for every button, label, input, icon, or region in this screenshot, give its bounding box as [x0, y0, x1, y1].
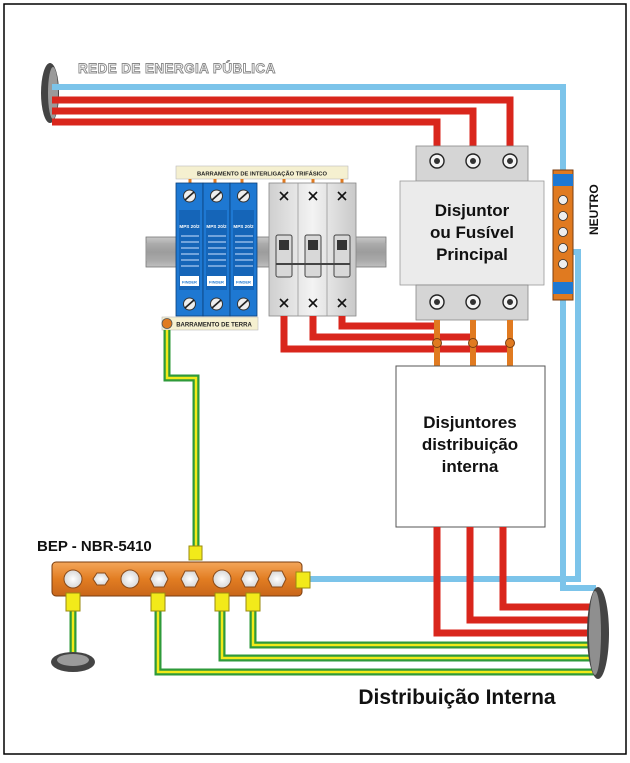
distribution-label-line1: Disjuntores — [423, 413, 517, 432]
bep-label: BEP - NBR-5410 — [37, 538, 152, 555]
dps-model-label: MPS 20/2 — [206, 224, 227, 229]
dps-brand-label: FINDER — [182, 280, 197, 285]
connector-icon — [432, 338, 515, 348]
bep-connectors — [65, 545, 311, 612]
main-breaker-label-line1: Disjuntor — [435, 201, 510, 220]
dps-module-1 — [175, 182, 204, 317]
phase-wires-internal — [433, 527, 600, 637]
three-phase-bus-label: BARRAMENTO DE INTERLIGAÇÃO TRIFÁSICO — [197, 171, 327, 178]
public-grid-label: REDE DE ENERGIA PÚBLICA — [78, 61, 276, 76]
neutral-bar — [552, 169, 574, 301]
internal-distribution-conduit — [587, 587, 609, 679]
dps-model-label: MPS 20/2 — [179, 224, 200, 229]
screw-icon — [279, 191, 347, 308]
three-phase-bus: BARRAMENTO DE INTERLIGAÇÃO TRIFÁSICO — [175, 165, 349, 180]
dps-brand-label: FINDER — [236, 280, 251, 285]
three-pole-breaker — [268, 182, 357, 317]
dps-brand-label: FINDER — [209, 280, 224, 285]
dps-module-2 — [202, 182, 231, 317]
dps-module-3 — [229, 182, 258, 317]
screw-icon — [183, 297, 250, 311]
dps-model-label: MPS 20/2 — [233, 224, 254, 229]
neutral-label: NEUTRO — [587, 184, 601, 235]
bep-bar — [51, 561, 303, 597]
surge-protectors: MPS 20/2 MPS 20/2 MPS 20/2 FINDER FINDER… — [175, 182, 258, 317]
screw-icon — [183, 189, 250, 203]
screw-icon — [429, 153, 518, 310]
ground-bus-label: BARRAMENTO DE TERRA — [176, 323, 252, 329]
distribution-label-line2: distribuição — [422, 435, 518, 454]
ground-bus: BARRAMENTO DE TERRA — [161, 316, 259, 331]
ground-wire-dps — [163, 330, 200, 548]
main-breaker: Disjuntor ou Fusível Principal — [399, 145, 545, 321]
distribution-label-line3: interna — [442, 457, 499, 476]
distribution-breakers: Disjuntores distribuição interna — [395, 365, 546, 528]
phase-wires-incoming — [52, 96, 514, 153]
neutral-wire-incoming — [52, 84, 596, 591]
ground-wires-internal — [154, 600, 600, 676]
main-breaker-label-line3: Principal — [436, 245, 508, 264]
internal-distribution-label: Distribuição Interna — [358, 686, 556, 709]
ground-rod-icon — [51, 652, 95, 672]
main-breaker-label-line2: ou Fusível — [430, 223, 514, 242]
